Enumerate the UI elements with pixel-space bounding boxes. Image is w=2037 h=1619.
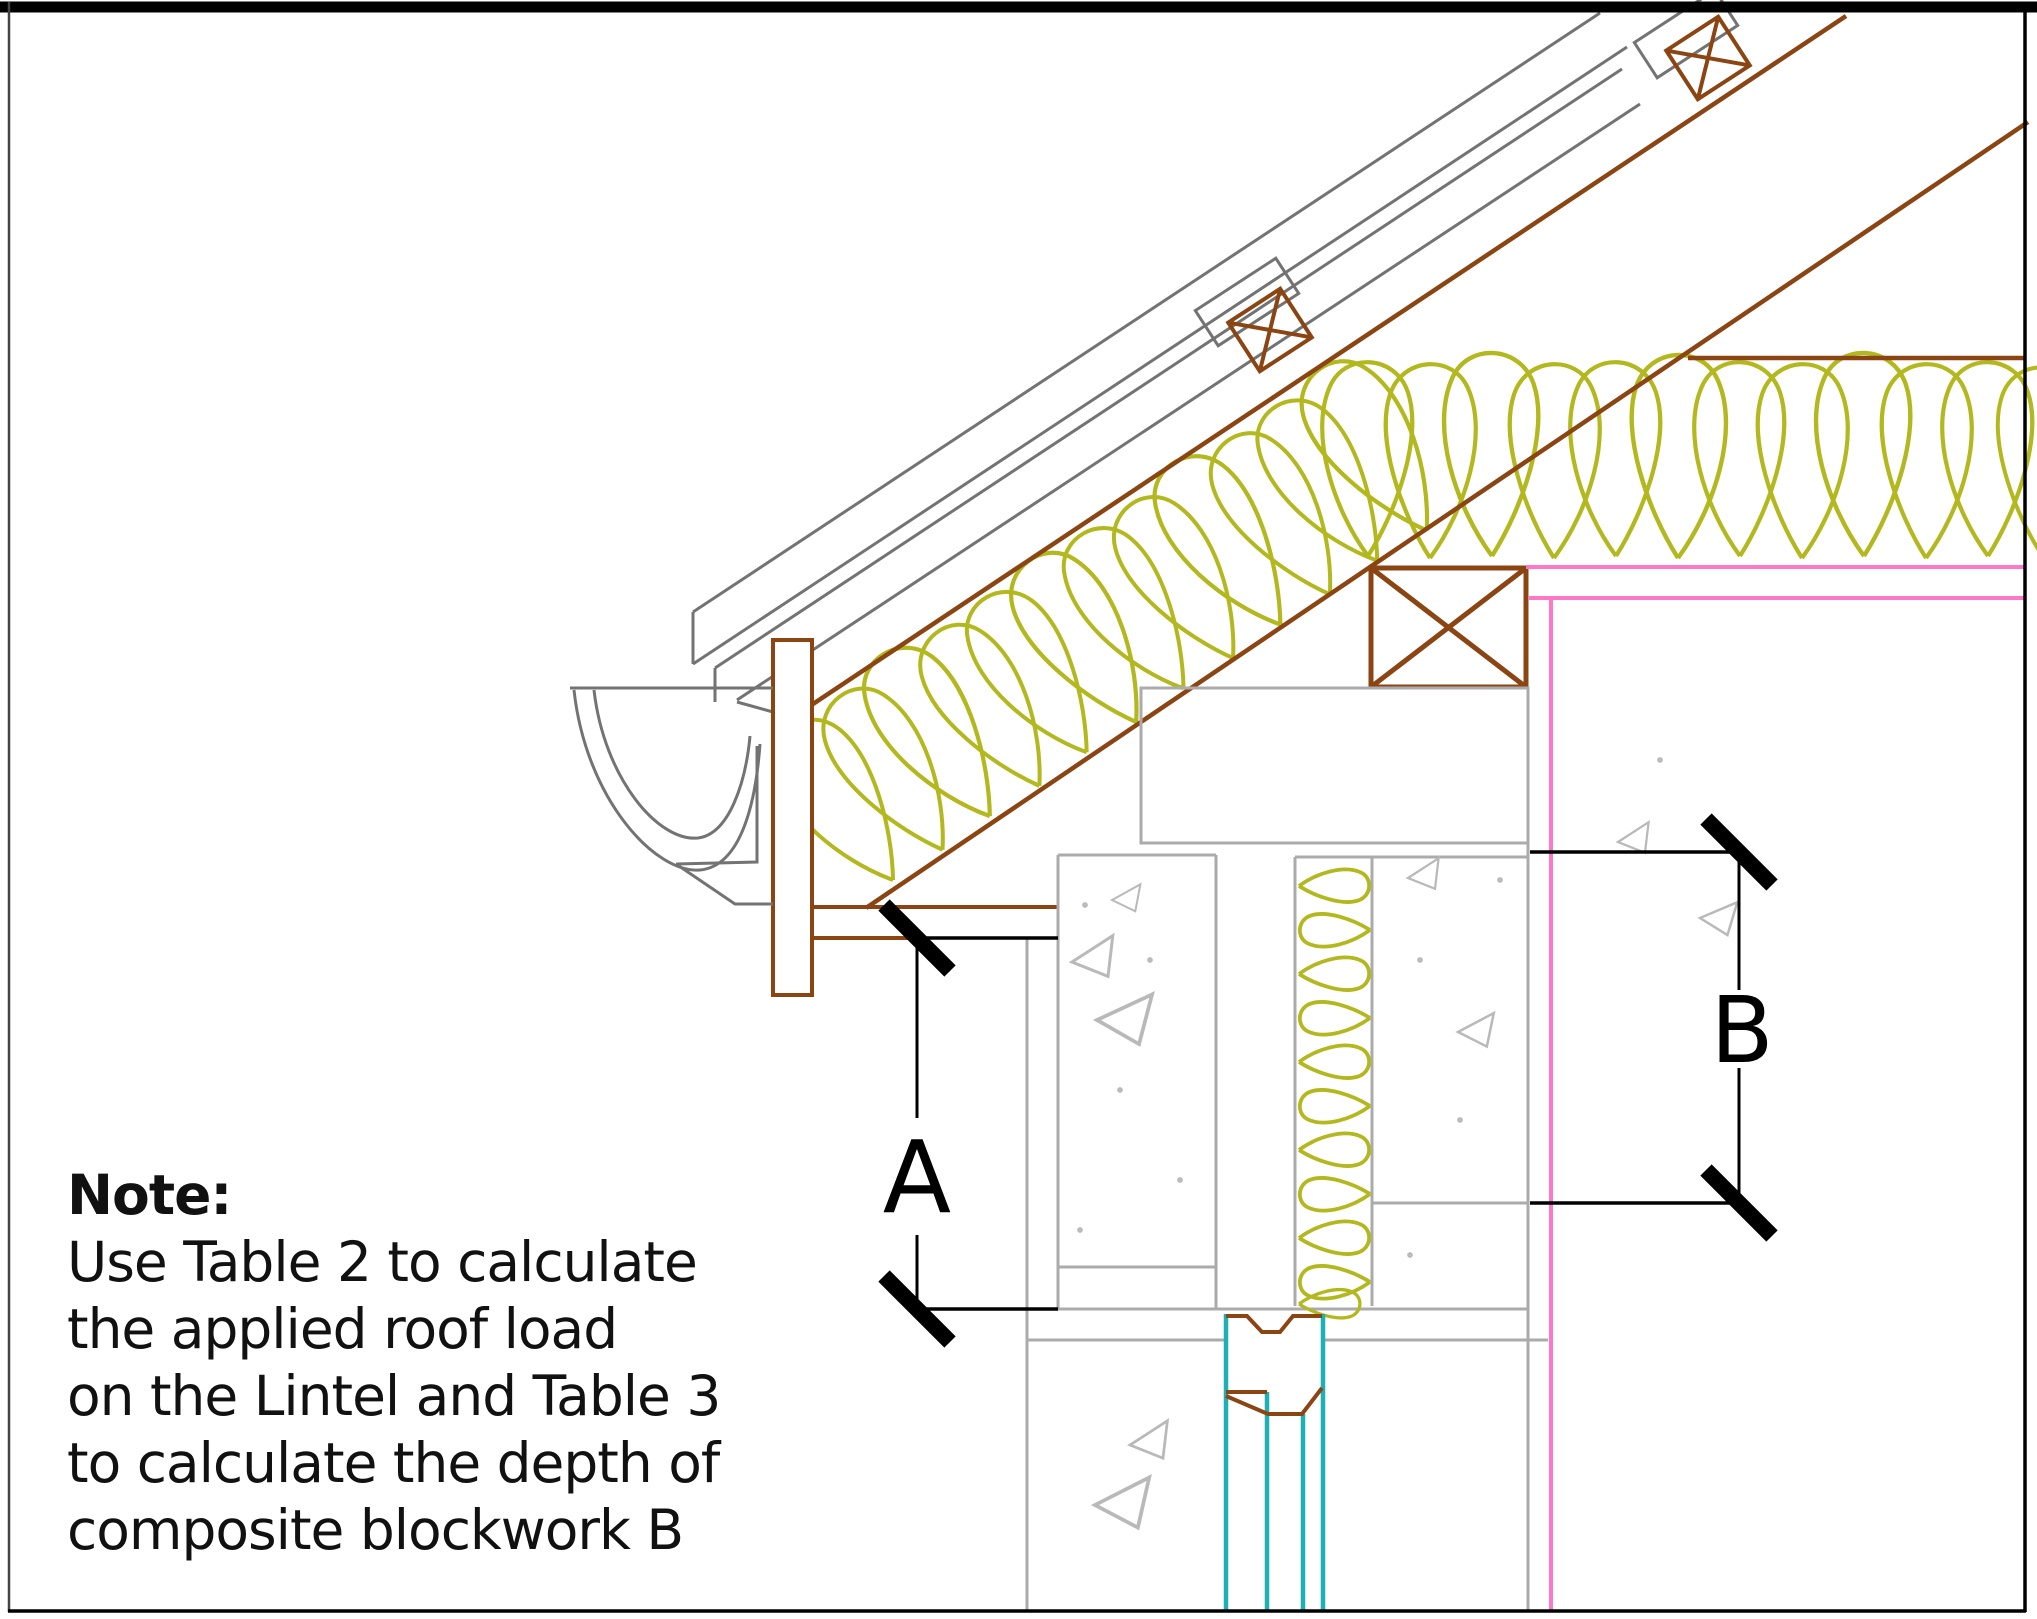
dpc-membrane-lines [1526, 565, 2024, 1610]
rafter-lines [808, 14, 2030, 910]
lintel [1139, 686, 1530, 845]
wall-plate [1368, 565, 1529, 690]
cavity-wall [1025, 686, 1548, 1610]
cavity-insulation-batt [1297, 867, 1372, 1320]
fascia-board [771, 638, 814, 997]
window-head-profile [1226, 1314, 1322, 1334]
note-line: the applied roof load [67, 1297, 618, 1361]
dimension-b-label: B [1710, 977, 1773, 1084]
rafter-bottom-line [864, 120, 2030, 910]
soffit-lines [812, 905, 1058, 940]
blockwork-aggregate [1070, 757, 1739, 1531]
dimension-a-label: A [883, 1119, 951, 1236]
dimension-tick [878, 1270, 956, 1348]
note-line: to calculate the depth of [67, 1431, 720, 1495]
note-heading: Note: [67, 1163, 232, 1227]
dimension-a [878, 899, 1058, 1348]
window-cill-profile [1225, 1386, 1324, 1416]
note-line: Use Table 2 to calculate [67, 1230, 698, 1294]
dimension-tick [1700, 1164, 1778, 1242]
batten [1663, 14, 1753, 102]
rafter-top-line [808, 14, 1848, 708]
gutter [570, 686, 773, 906]
rafter-insulation-quilt [752, 342, 1465, 907]
dimension-tick [1700, 813, 1778, 891]
window-timber-sections [1225, 1314, 1324, 1416]
tile-nib-tab [1193, 256, 1301, 348]
roof-tiles [691, 0, 1740, 714]
note-line: composite blockwork B [67, 1498, 684, 1562]
batten [1225, 286, 1315, 374]
roof-battens [1225, 14, 1753, 374]
note-line: on the Lintel and Table 3 [67, 1364, 721, 1428]
note-block: Note: Use Table 2 to calculate the appli… [67, 1162, 721, 1564]
window-frame [1223, 1314, 1326, 1610]
dimension-tick [878, 899, 956, 977]
dimension-b [1530, 813, 1778, 1242]
